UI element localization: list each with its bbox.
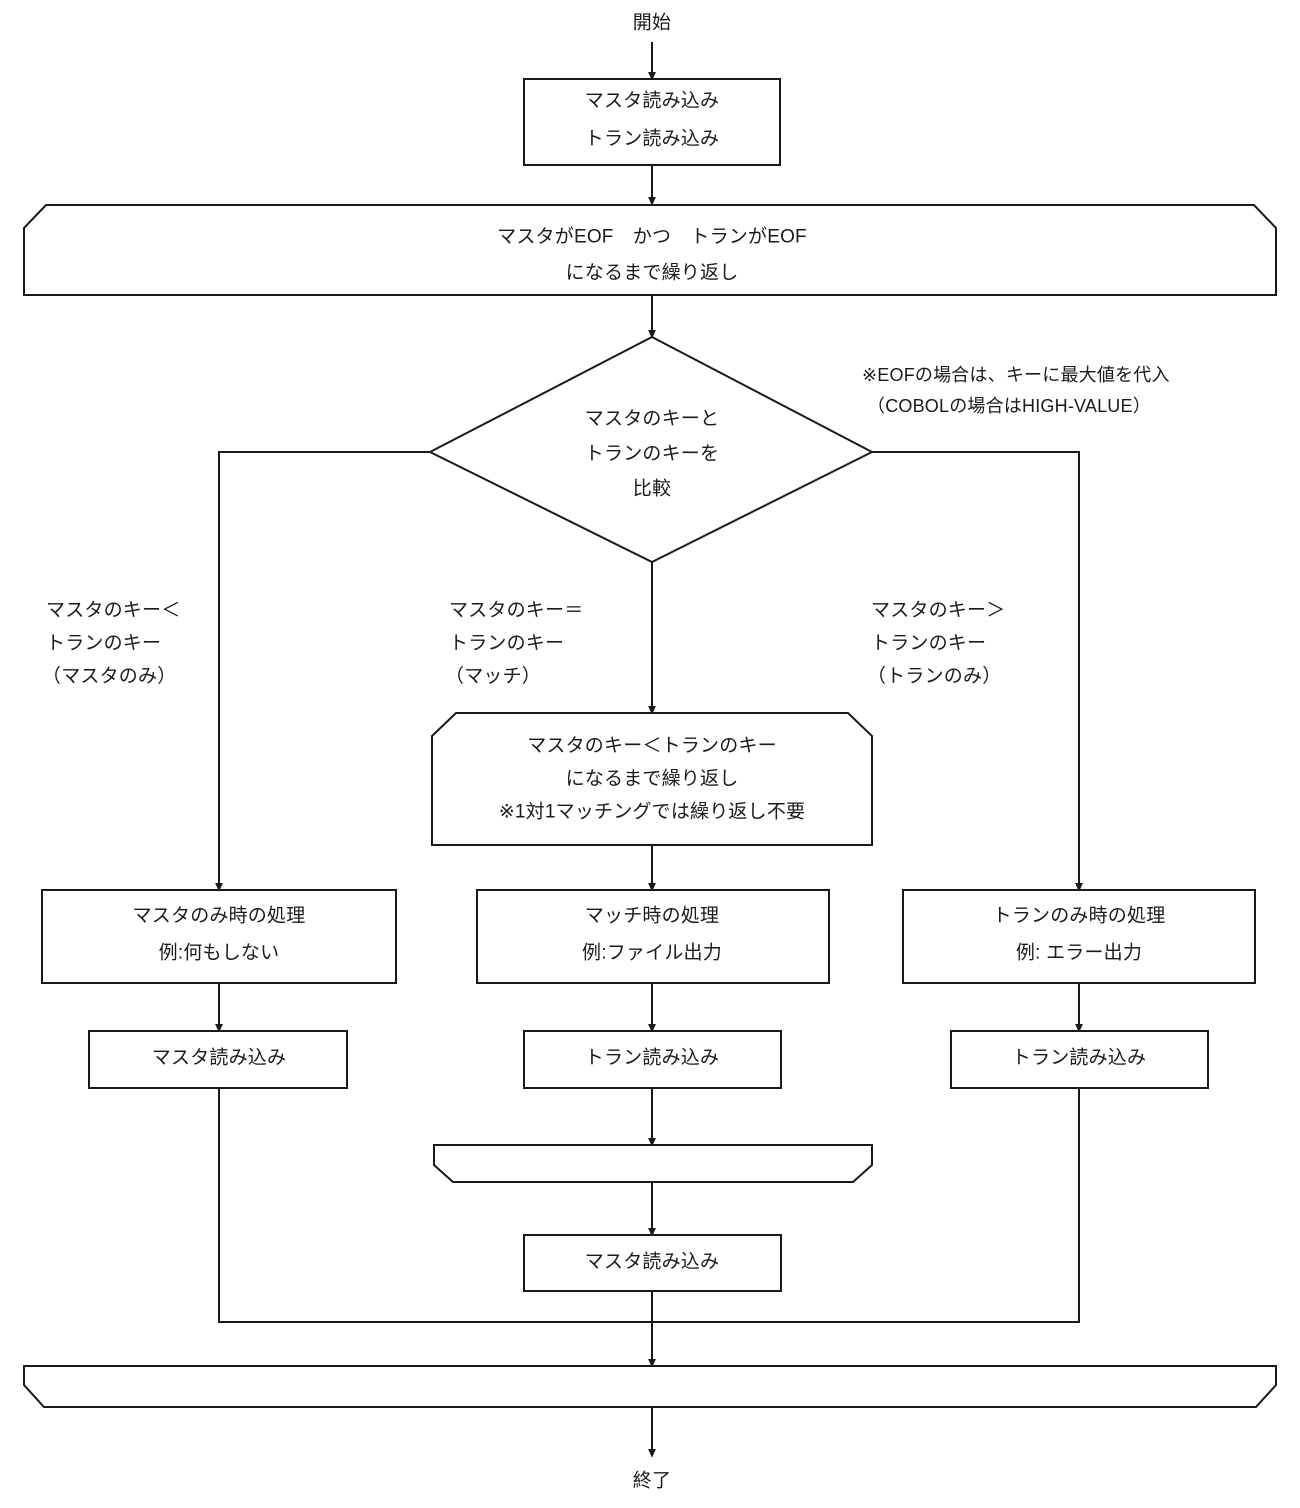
node-decision-line2: トランのキーを [584,443,720,465]
node-decision-line3: 比較 [632,478,672,500]
node-read-master-left[interactable] [88,1030,348,1089]
node-inner-loop-end[interactable] [433,1144,873,1183]
node-decision-line1: マスタのキーと [584,408,720,430]
terminal-start-label: 開始 [632,12,672,34]
edge-label-center-line2: トランのキー [449,633,565,654]
terminal-end-label: 終了 [632,1470,672,1492]
node-read-tran-right-label: トラン読み込み [1011,1047,1147,1069]
node-read-tran-center-label: トラン読み込み [584,1047,720,1069]
node-tran-only-process-line1: トランのみ時の処理 [992,905,1166,927]
connector-decision-left [215,451,430,892]
node-tran-only-process[interactable] [902,889,1256,984]
node-outer-loop-start[interactable] [23,204,1277,296]
node-read-tran-center[interactable] [523,1030,782,1089]
edge-label-left-line2: トランのキー [46,633,162,654]
node-match-process[interactable] [476,889,830,984]
node-read-init[interactable] [523,78,781,166]
node-read-master-left-label: マスタ読み込み [151,1047,287,1069]
node-inner-loop-start-line1: マスタのキー＜トランのキー [527,735,777,757]
node-match-process-line2: 例:ファイル出力 [582,942,722,964]
node-read-tran-right[interactable] [950,1030,1209,1089]
node-outer-loop-start-line1: マスタがEOF かつ トランがEOF [497,226,807,248]
edge-label-left-line1: マスタのキー＜ [46,600,181,621]
node-inner-loop-start-line3: ※1対1マッチングでは繰り返し不要 [498,801,806,823]
node-tran-only-process-line2: 例: エラー出力 [1015,942,1143,964]
edge-label-right-line1: マスタのキー＞ [871,600,1006,621]
edge-label-center-line3: （マッチ） [445,666,542,687]
node-read-master-center[interactable] [523,1234,782,1292]
node-read-init-line1: マスタ読み込み [584,90,720,112]
node-decision[interactable] [427,335,875,564]
node-read-master-center-label: マスタ読み込み [584,1251,720,1273]
edge-label-center-line1: マスタのキー＝ [449,600,584,621]
node-read-init-line2: トラン読み込み [584,128,720,150]
node-master-only-process[interactable] [41,889,397,984]
edge-label-right-line2: トランのキー [871,633,987,654]
node-inner-loop-start[interactable] [431,712,873,846]
connector-decision-right [872,451,1083,892]
node-master-only-process-line1: マスタのみ時の処理 [132,905,306,927]
connector-right-merge [652,1088,1080,1323]
node-outer-loop-end[interactable] [23,1365,1277,1408]
annotation-eof-note-line1: ※EOFの場合は、キーに最大値を代入 [862,365,1170,385]
node-master-only-process-line2: 例:何もしない [158,942,280,964]
edge-label-right-line3: （トランのみ） [867,666,1002,687]
edge-label-left-line3: （マスタのみ） [42,666,177,687]
connector-left-merge [218,1088,652,1323]
annotation-eof-note-line2: （COBOLの場合はHIGH-VALUE） [867,396,1151,416]
node-match-process-line1: マッチ時の処理 [584,905,720,927]
node-inner-loop-start-line2: になるまで繰り返し [565,768,739,790]
node-outer-loop-start-line2: になるまで繰り返し [565,262,739,284]
